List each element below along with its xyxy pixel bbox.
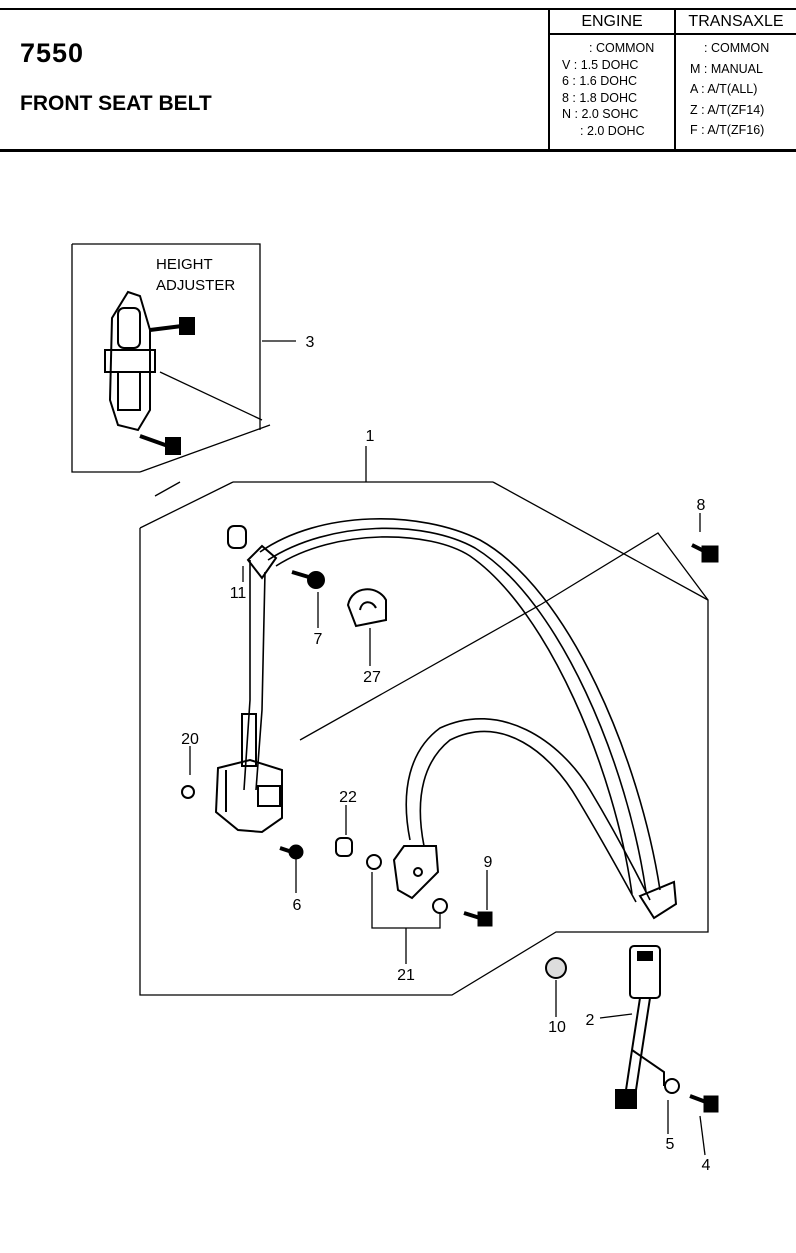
inset-label-line2: ADJUSTER [156, 277, 235, 294]
engine-option: N : 2.0 SOHC [562, 107, 639, 122]
inset-label-line1: HEIGHT [156, 256, 213, 273]
height-adjuster-icon [104, 290, 195, 455]
header: 7550 FRONT SEAT BELT ENGINE TRANSAXLE : … [0, 0, 796, 152]
engine-option: : 2.0 DOHC [580, 123, 645, 138]
callout-7: 7 [314, 631, 323, 648]
engine-option: : COMMON [589, 41, 655, 55]
bolt-icon [279, 543, 719, 1113]
top-rule [0, 8, 796, 10]
retractor-icon [214, 713, 283, 834]
engine-heading: ENGINE [581, 13, 643, 30]
bottom-rule [0, 149, 796, 152]
transaxle-options: : COMMON M : MANUAL A : A/T(ALL) Z : A/T… [690, 40, 769, 139]
inset-frame [72, 243, 261, 430]
transaxle-option: : COMMON [704, 41, 770, 55]
callout-11: 11 [230, 585, 247, 602]
divider-left [548, 8, 550, 150]
transaxle-heading: TRANSAXLE [688, 13, 784, 30]
engine-options: : COMMON V : 1.5 DOHC 6 : 1.6 DOHC 8 : 1… [562, 40, 654, 140]
callout-4: 4 [702, 1157, 711, 1174]
engine-option: V : 1.5 DOHC [562, 57, 639, 72]
lower-anchor-icon [392, 845, 678, 920]
callout-22: 22 [339, 789, 357, 806]
transaxle-option: M : MANUAL [690, 61, 763, 76]
callout-27: 27 [363, 669, 381, 686]
transaxle-option: F : A/T(ZF16) [690, 123, 765, 138]
callout-5: 5 [666, 1136, 675, 1153]
catalog-code: 7550 [20, 38, 85, 68]
transaxle-option: Z : A/T(ZF14) [690, 102, 765, 117]
washer-icon [181, 785, 680, 1094]
engine-option: 8 : 1.8 DOHC [562, 90, 638, 105]
callout-2: 2 [586, 1012, 595, 1029]
callout-21: 21 [397, 967, 415, 984]
upper-anchor-icon [227, 525, 387, 628]
callout-8: 8 [697, 497, 706, 514]
page-title: FRONT SEAT BELT [20, 92, 212, 115]
callout-9: 9 [484, 854, 493, 871]
buckle-icon [615, 945, 665, 1109]
parts-diagram: HEIGHT ADJUSTER 1 2 3 4 5 6 7 8 9 10 11 … [71, 243, 719, 1174]
heading-rule [548, 33, 796, 35]
callout-20: 20 [181, 731, 199, 748]
transaxle-option: A : A/T(ALL) [690, 82, 758, 97]
callout-3: 3 [306, 334, 315, 351]
callout-1: 1 [366, 428, 375, 445]
engine-option: 6 : 1.6 DOHC [562, 74, 638, 89]
callout-10: 10 [548, 1019, 566, 1036]
divider-mid [674, 8, 676, 150]
assembly-frame [139, 528, 709, 996]
callout-6: 6 [293, 897, 302, 914]
